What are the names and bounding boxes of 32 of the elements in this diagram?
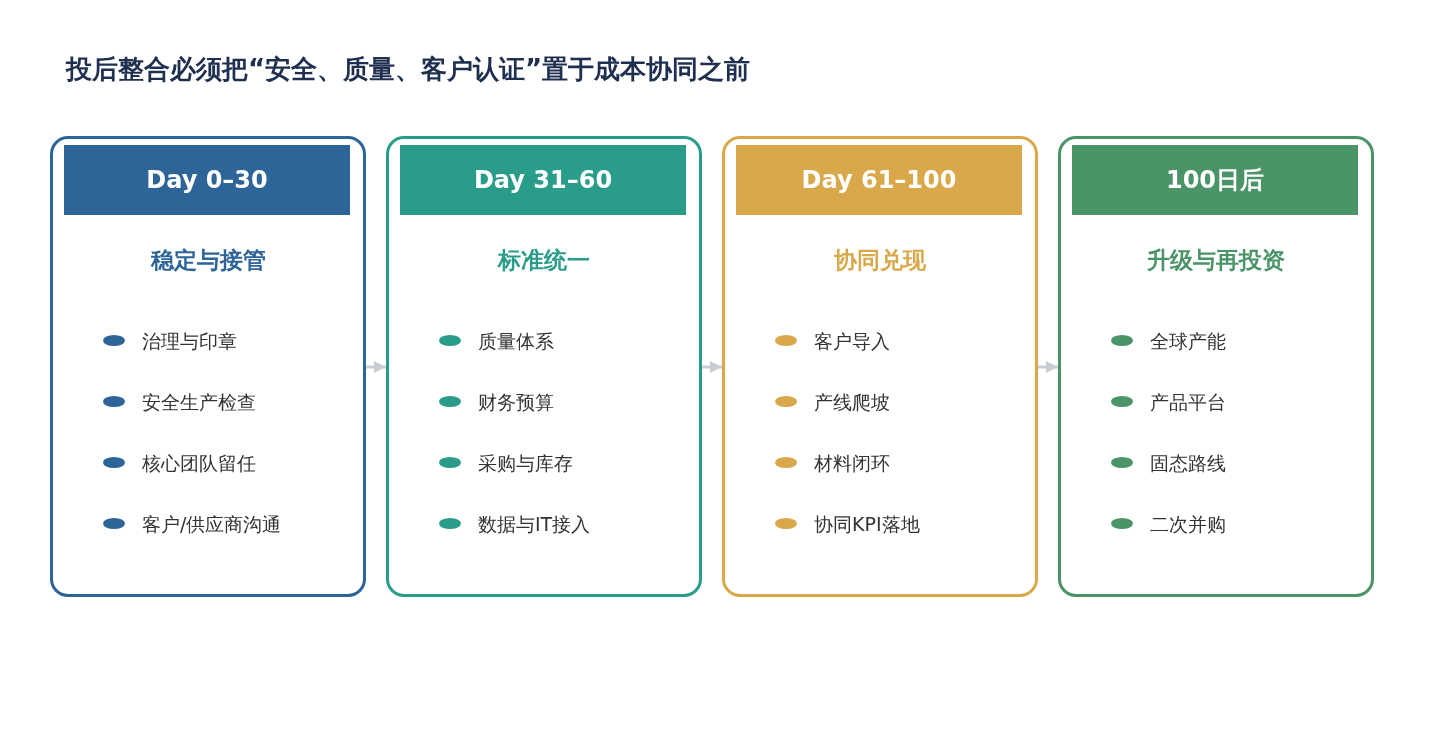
list-item: 数据与IT接入 (478, 512, 591, 536)
list-item: 全球产能 (1150, 329, 1226, 353)
list-item: 财务预算 (478, 390, 554, 414)
list-item: 材料闭环 (814, 451, 890, 475)
phase-header: 100日后 (1072, 145, 1358, 215)
phase-heading: 稳定与接管 (150, 246, 266, 275)
phase-header: Day 31–60 (400, 145, 686, 215)
arrow (702, 361, 722, 373)
phase-card (1058, 136, 1374, 597)
list-item: 产品平台 (1150, 390, 1226, 414)
list-item: 治理与印章 (142, 329, 237, 353)
list-item: 核心团队留任 (142, 451, 256, 475)
phase-card (50, 136, 366, 597)
phase-heading: 升级与再投资 (1147, 246, 1285, 275)
phase-card (722, 136, 1038, 597)
list-item: 客户/供应商沟通 (142, 512, 282, 536)
list-item: 产线爬坡 (814, 390, 890, 414)
arrow (366, 361, 386, 373)
phase-heading: 标准统一 (498, 246, 590, 275)
phase-header: Day 0–30 (64, 145, 350, 215)
list-item: 协同KPI落地 (814, 512, 920, 536)
list-item: 二次并购 (1150, 512, 1226, 536)
list-item: 安全生产检查 (142, 390, 256, 414)
list-item: 固态路线 (1150, 451, 1226, 475)
list-item: 质量体系 (478, 329, 554, 353)
list-item: 采购与库存 (478, 451, 573, 475)
phase-header: Day 61–100 (736, 145, 1022, 215)
title: 投后整合必须把“安全、质量、客户认证”置于成本协同之前 (66, 53, 751, 86)
phase-heading: 协同兑现 (834, 246, 926, 275)
phase-card (386, 136, 702, 597)
list-item: 客户导入 (814, 329, 890, 353)
arrow (1038, 361, 1058, 373)
